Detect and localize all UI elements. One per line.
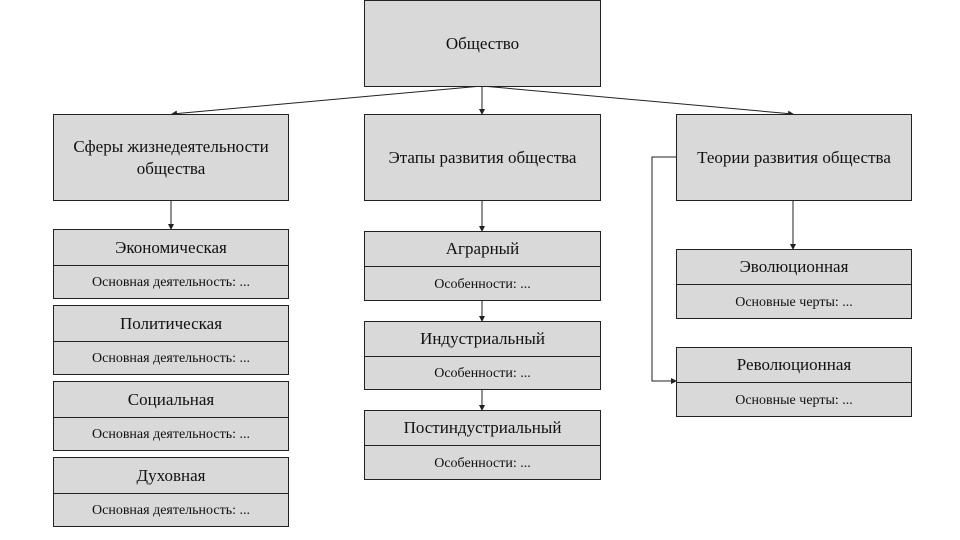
item-postindustrial: Постиндустриальный Особенности: ... [364,410,601,480]
item-desc: Основные черты: ... [735,294,853,310]
item-economic: Экономическая Основная деятельность: ... [53,229,289,299]
item-desc: Особенности: ... [434,455,531,471]
item-revolutionary: Революционная Основные черты: ... [676,347,912,417]
arrow-root-to-spheres [171,85,483,117]
branch-theories: Теории развития общества [676,114,912,201]
item-desc: Особенности: ... [434,276,531,292]
root-label: Общество [445,33,520,53]
branch-label: Сферы жизнедеятельности общества [73,136,269,178]
item-political: Политическая Основная деятельность: ... [53,305,289,375]
item-agrarian: Аграрный Особенности: ... [364,231,601,301]
item-title: Политическая [54,306,288,342]
item-desc: Основные черты: ... [735,392,853,408]
item-title: Социальная [54,382,288,418]
item-social: Социальная Основная деятельность: ... [53,381,289,451]
item-title: Постиндустриальный [365,411,600,446]
item-industrial: Индустриальный Особенности: ... [364,321,601,390]
item-desc: Основная деятельность: ... [92,351,250,366]
item-spiritual: Духовная Основная деятельность: ... [53,457,289,527]
branch-label: Теории развития общества [697,147,891,167]
item-title: Аграрный [365,232,600,267]
item-desc: Особенности: ... [434,366,531,381]
root-node: Общество [364,0,601,87]
item-title: Индустриальный [365,322,600,357]
branch-label: Этапы развития общества [388,147,577,167]
item-desc: Основная деятельность: ... [92,503,250,518]
item-title: Экономическая [54,230,288,266]
item-desc: Основная деятельность: ... [92,427,250,442]
item-title: Эволюционная [677,250,911,285]
branch-stages: Этапы развития общества [364,114,601,201]
item-desc: Основная деятельность: ... [92,275,250,290]
arrow-theories-to-revolutionary [651,156,677,384]
branch-spheres: Сферы жизнедеятельности общества [53,114,289,201]
item-title: Революционная [677,348,911,383]
item-evolutionary: Эволюционная Основные черты: ... [676,249,912,319]
item-title: Духовная [54,458,288,494]
arrow-root-to-theories [481,85,794,117]
